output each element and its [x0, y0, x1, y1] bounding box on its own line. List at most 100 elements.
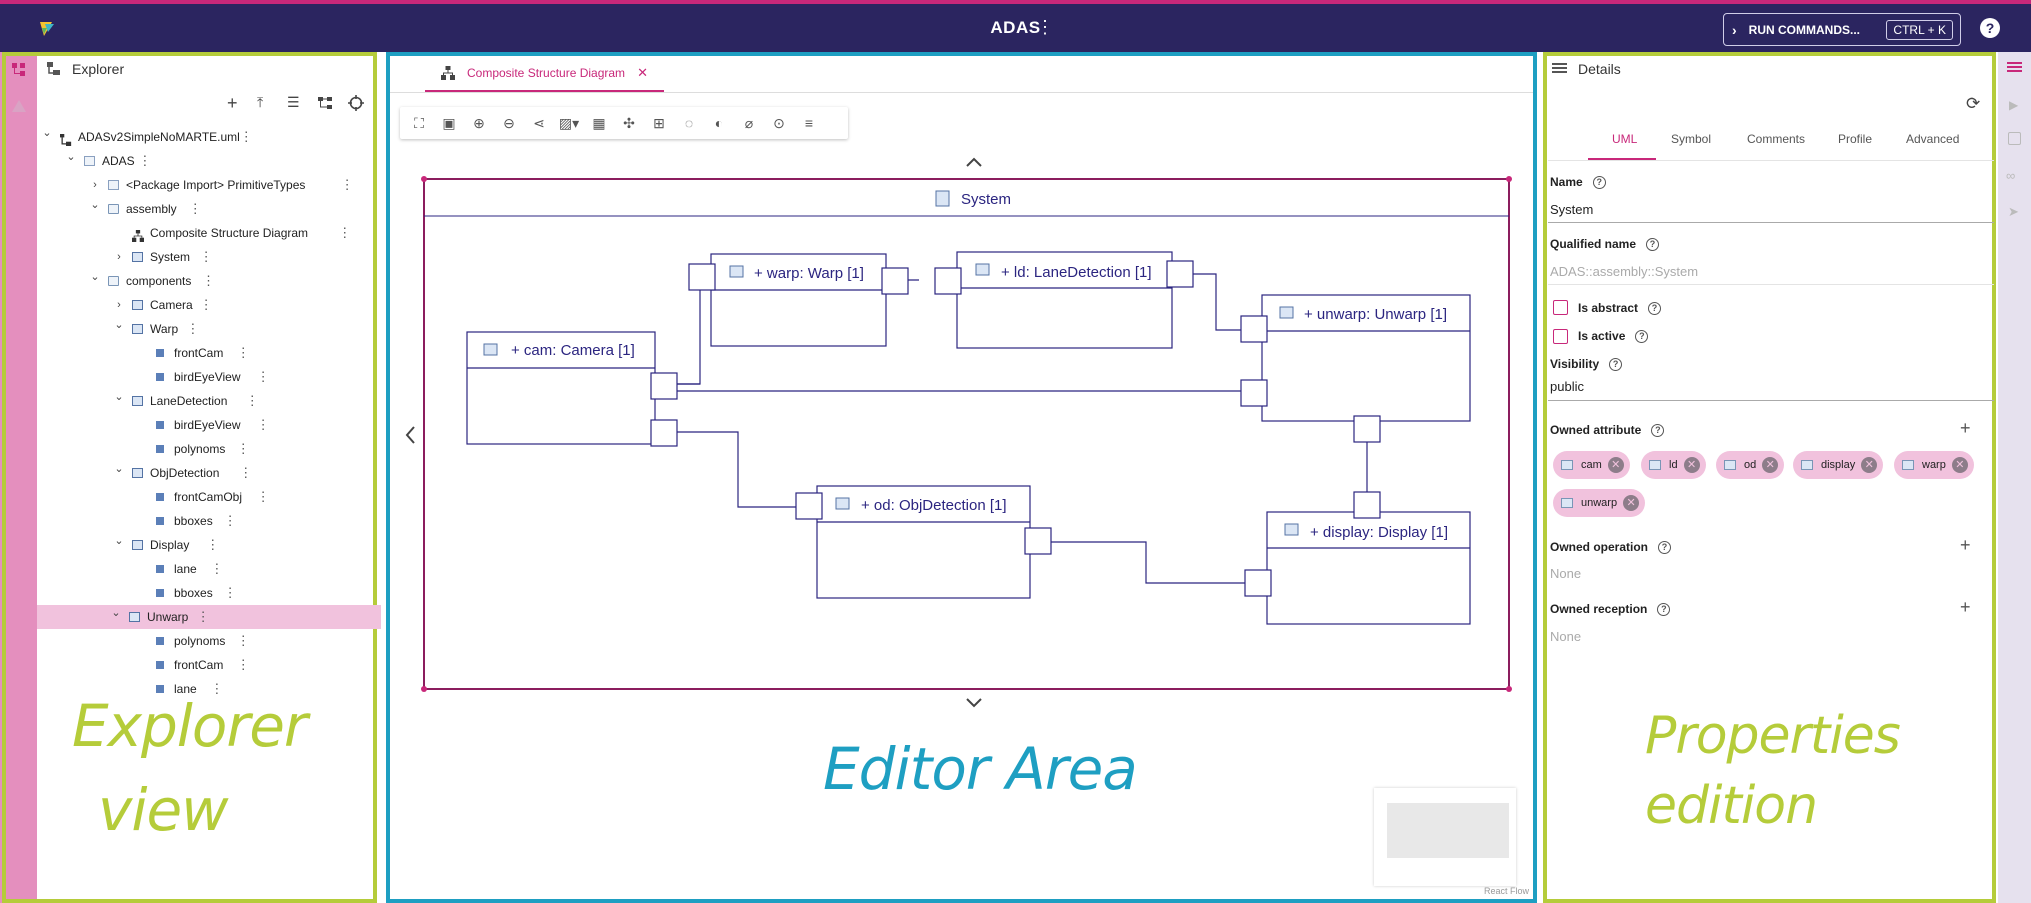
tree-item[interactable]: ⌄ADAS⋮: [40, 149, 380, 173]
chevron-left-icon[interactable]: [405, 426, 415, 444]
chevron-down-icon[interactable]: ⌄: [90, 199, 100, 211]
chevron-up-icon[interactable]: [966, 157, 982, 167]
remove-chip-icon[interactable]: ✕: [1861, 457, 1878, 473]
owned-attribute-chip[interactable]: warp✕: [1894, 451, 1974, 479]
help-icon[interactable]: ?: [1980, 18, 2000, 38]
chevron-right-icon[interactable]: ›: [93, 179, 97, 191]
tree-item[interactable]: ›System⋮: [40, 245, 380, 269]
tree-item[interactable]: lane⋮: [40, 677, 380, 701]
owned-reception-help-icon[interactable]: ?: [1657, 603, 1671, 617]
add-owned-operation-icon[interactable]: +: [1960, 535, 1971, 555]
system-container[interactable]: [421, 176, 1512, 692]
tree-structure-icon[interactable]: [317, 96, 333, 110]
arrange-icon[interactable]: ⊞: [653, 114, 665, 131]
locate-node-icon[interactable]: ⊙: [773, 114, 785, 131]
pin-off-icon[interactable]: ⌀: [744, 114, 754, 131]
share-icon[interactable]: ⋖: [533, 114, 545, 131]
app-menu-icon[interactable]: ⋮: [1036, 17, 1054, 37]
more-icon[interactable]: ⋮: [239, 465, 252, 480]
image-rail-icon[interactable]: [2008, 132, 2021, 145]
tree-item[interactable]: ⌄LaneDetection⋮: [40, 389, 380, 413]
tree-item[interactable]: polynoms⋮: [40, 437, 380, 461]
run-commands-button[interactable]: › RUN COMMANDS... CTRL + K: [1723, 13, 1961, 46]
grid-icon[interactable]: ▦: [592, 114, 606, 131]
part-display[interactable]: + display: Display [1]: [1244, 491, 1471, 625]
tree-item[interactable]: ›<Package Import> PrimitiveTypes⋮: [40, 173, 380, 197]
more-icon[interactable]: ⋮: [236, 345, 250, 360]
more-icon[interactable]: ⋮: [256, 369, 270, 384]
tab-advanced[interactable]: Advanced: [1906, 132, 1960, 146]
owned-attribute-chip[interactable]: ld✕: [1641, 451, 1706, 479]
contrast-icon[interactable]: ◐: [714, 115, 724, 131]
owned-attribute-help-icon[interactable]: ?: [1651, 424, 1665, 438]
zoom-out-icon[interactable]: ⊖: [503, 114, 515, 131]
owned-attribute-chip[interactable]: unwarp✕: [1553, 489, 1646, 517]
name-help-icon[interactable]: ?: [1592, 176, 1606, 190]
more-icon[interactable]: ⋮: [338, 225, 351, 240]
tab-uml[interactable]: UML: [1612, 132, 1638, 146]
snap-icon[interactable]: ✣: [623, 114, 635, 131]
tree-item[interactable]: ›Camera⋮: [40, 293, 380, 317]
more-icon[interactable]: ⋮: [202, 273, 215, 288]
part-cam[interactable]: + cam: Camera [1]: [466, 331, 678, 447]
add-owned-attribute-icon[interactable]: +: [1960, 418, 1971, 438]
remove-chip-icon[interactable]: ✕: [1607, 457, 1624, 473]
tree-item[interactable]: frontCam⋮: [40, 653, 380, 677]
chevron-down-icon[interactable]: ⌄: [90, 271, 100, 283]
chevron-down-icon[interactable]: ⌄: [42, 127, 52, 139]
more-icon[interactable]: ⋮: [196, 609, 210, 624]
more-icon[interactable]: ⋮: [245, 393, 259, 408]
add-owned-reception-icon[interactable]: +: [1960, 597, 1971, 617]
tree-item[interactable]: ⌄Unwarp⋮: [37, 605, 381, 629]
part-od[interactable]: + od: ObjDetection [1]: [795, 485, 1052, 599]
chevron-down-icon[interactable]: ⌄: [114, 463, 124, 475]
play-rail-icon[interactable]: ▶: [2009, 98, 2019, 112]
tree-item[interactable]: lane⋮: [40, 557, 380, 581]
more-icon[interactable]: ⋮: [186, 321, 199, 336]
tree-item[interactable]: frontCamObj⋮: [40, 485, 380, 509]
owned-operation-help-icon[interactable]: ?: [1658, 541, 1672, 555]
close-tab-icon[interactable]: ✕: [637, 65, 648, 80]
more-icon[interactable]: ⋮: [236, 633, 250, 648]
tree-item[interactable]: bboxes⋮: [40, 509, 380, 533]
part-warp[interactable]: + warp: Warp [1]: [688, 253, 909, 347]
explorer-rail-icon[interactable]: [11, 62, 27, 78]
qualified-help-icon[interactable]: ?: [1646, 238, 1660, 252]
chevron-down-icon[interactable]: ⌄: [114, 319, 124, 331]
collapse-up-icon[interactable]: ⤒: [257, 94, 264, 110]
tree-item[interactable]: bboxes⋮: [40, 581, 380, 605]
more-icon[interactable]: ⋮: [236, 657, 250, 672]
more-icon[interactable]: ⋮: [223, 585, 237, 600]
export-image-icon[interactable]: ▨▾: [558, 114, 580, 131]
remove-chip-icon[interactable]: ✕: [1623, 495, 1640, 511]
tree-item[interactable]: frontCam⋮: [40, 341, 380, 365]
react-flow-attribution[interactable]: React Flow: [1484, 886, 1530, 896]
chevron-right-icon[interactable]: ›: [117, 299, 121, 311]
tree-item[interactable]: ⌄Display⋮: [40, 533, 380, 557]
more-icon[interactable]: ⋮: [199, 297, 213, 312]
tree-item[interactable]: ⌄assembly⋮: [40, 197, 380, 221]
chevron-down-icon[interactable]: ⌄: [66, 151, 76, 163]
refresh-icon[interactable]: ⟳: [1966, 94, 1981, 113]
active-help-icon[interactable]: ?: [1635, 330, 1649, 344]
is-abstract-checkbox[interactable]: [1553, 300, 1568, 315]
more-icon[interactable]: ⋮: [210, 561, 223, 576]
tree-item[interactable]: polynoms⋮: [40, 629, 380, 653]
owned-attribute-chip[interactable]: display✕: [1793, 451, 1884, 479]
is-active-checkbox[interactable]: [1553, 329, 1568, 344]
visibility-help-icon[interactable]: ?: [1609, 358, 1623, 372]
remove-chip-icon[interactable]: ✕: [1951, 457, 1968, 473]
chevron-down-icon[interactable]: ⌄: [114, 391, 124, 403]
part-ld[interactable]: + ld: LaneDetection [1]: [934, 251, 1194, 349]
tree-item[interactable]: ⌄ObjDetection⋮: [40, 461, 380, 485]
visibility-select[interactable]: public: [1550, 379, 1584, 394]
more-icon[interactable]: ⋮: [223, 513, 237, 528]
tree-item[interactable]: Composite Structure Diagram⋮: [40, 221, 380, 245]
part-unwarp[interactable]: + unwarp: Unwarp [1]: [1240, 294, 1471, 443]
tree-item[interactable]: ⌄Warp⋮: [40, 317, 380, 341]
hide-icon[interactable]: ◌: [684, 115, 694, 131]
owned-attribute-chip[interactable]: cam✕: [1553, 451, 1630, 479]
tab-symbol[interactable]: Symbol: [1671, 132, 1712, 146]
name-field[interactable]: System: [1550, 202, 1594, 217]
more-icon[interactable]: ⋮: [256, 417, 270, 432]
